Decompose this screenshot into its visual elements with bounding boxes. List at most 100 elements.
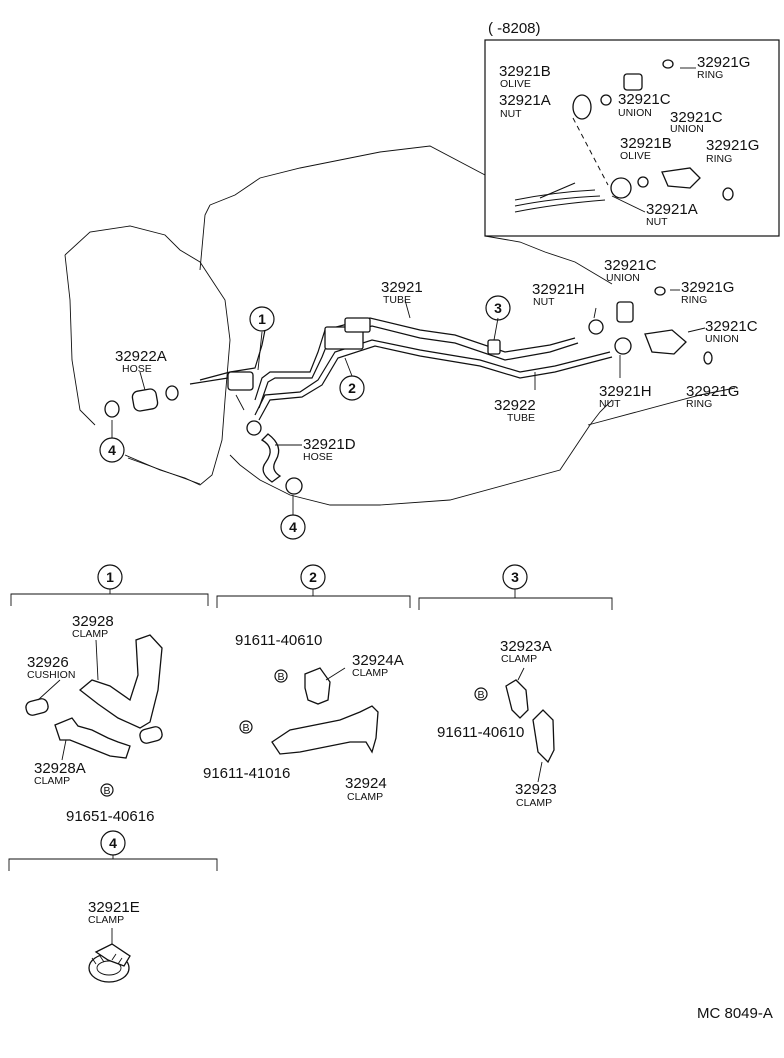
hose-clamp-icon — [285, 477, 303, 495]
main-callouts: 1 2 3 4 4 — [99, 295, 511, 540]
detail-3: 3 32923A CLAMP 32923 CLAMP B 91611-40610 — [418, 564, 613, 809]
detail-1-label-name-0: CLAMP — [72, 628, 108, 640]
bolt-marker-2b: B — [242, 722, 249, 734]
detail-1: 1 32928 CLAMP 32926 CUSHION 32928A CLAMP… — [10, 564, 209, 825]
inset-label-pn-4: 32921C — [670, 109, 723, 126]
inset-label-name-3: RING — [697, 69, 723, 81]
detail-1-label-name-2: CLAMP — [34, 775, 70, 787]
detail-3-label-name-1: CLAMP — [516, 797, 552, 809]
inset-label-name-2: UNION — [618, 107, 652, 119]
callout-circle-3 — [485, 295, 511, 321]
detail-2-bolt-0: 91611-40610 — [235, 632, 322, 649]
inset-label-name-7: NUT — [646, 216, 668, 228]
main-label-pn-5: 32921H — [599, 383, 652, 400]
inset-label-name-4: UNION — [670, 123, 704, 135]
main-label-pn-0: 32921 — [381, 279, 423, 296]
main-label-name-6: RING — [686, 398, 712, 410]
main-label-pn-9: 32921D — [303, 436, 356, 453]
callout-circle-2 — [339, 375, 365, 401]
hose-clamp-icon — [104, 400, 120, 418]
union-elbow-icon — [661, 167, 701, 189]
detail-1-number: 1 — [106, 569, 114, 585]
detail-3-label-pn-1: 32923 — [515, 781, 557, 798]
inset-label-name-6: RING — [706, 153, 732, 165]
detail-3-label-name-0: CLAMP — [501, 653, 537, 665]
nut-icon — [572, 94, 592, 120]
detail-1-label-pn-2: 32928A — [34, 760, 86, 777]
nut-icon — [614, 337, 632, 355]
inset-label-name-1: NUT — [500, 108, 522, 120]
hose-icon — [260, 433, 282, 483]
callout-number-4b: 4 — [289, 519, 297, 535]
union-elbow-icon — [644, 329, 687, 355]
main-assembly — [64, 145, 736, 515]
detail-4-label-pn-0: 32921E — [88, 899, 140, 916]
hose-clamp-32921e-icon — [88, 943, 131, 983]
inset-label-name-5: OLIVE — [620, 150, 651, 162]
main-label-name-5: NUT — [599, 398, 621, 410]
inset-label-pn-2: 32921C — [618, 91, 671, 108]
detail-2-label-name-0: CLAMP — [352, 667, 388, 679]
detail-2-label-name-1: CLAMP — [347, 791, 383, 803]
detail-1-bracket — [10, 593, 209, 606]
main-label-pn-6: 32921G — [686, 383, 739, 400]
detail-2-label-pn-1: 32924 — [345, 775, 387, 792]
engine-outline — [199, 145, 613, 506]
inset-label-pn-5: 32921B — [620, 135, 672, 152]
hose-fitting-icon — [227, 371, 254, 391]
drawing-code: MC 8049-A — [697, 1005, 773, 1022]
main-label-pn-8: 32922A — [115, 348, 167, 365]
callout-circle-4b — [280, 514, 306, 540]
detail-2-number: 2 — [309, 569, 317, 585]
inset-label-pn-0: 32921B — [499, 63, 551, 80]
olive-icon — [600, 94, 612, 106]
clamp-32928a-icon — [54, 717, 131, 759]
nut-icon — [165, 385, 179, 401]
bolt-marker-2a: B — [277, 671, 284, 683]
detail-3-number: 3 — [511, 569, 519, 585]
detail-2-bracket — [216, 595, 411, 608]
main-labels: 32921 TUBE 32921C UNION 32921G RING 3292… — [115, 257, 758, 463]
union-icon — [623, 73, 643, 91]
inset-panel: ( -8208) 32921B OLIVE 32921A NUT 32921C … — [484, 20, 780, 237]
bolt-marker-icon — [274, 669, 288, 683]
cushion-icon — [25, 698, 49, 716]
inset-header: ( -8208) — [488, 20, 541, 37]
bolt-marker-icon — [100, 783, 114, 797]
inset-label-pn-1: 32921A — [499, 92, 551, 109]
clamp-32923a-icon — [505, 679, 529, 719]
cushion-icon — [139, 726, 163, 744]
nut-icon — [588, 319, 604, 335]
main-label-pn-3: 32921H — [532, 281, 585, 298]
inset-label-pn-6: 32921G — [706, 137, 759, 154]
inset-label-name-0: OLIVE — [500, 78, 531, 90]
clamp-32928-icon — [78, 634, 163, 729]
detail-4-label-name-0: CLAMP — [88, 914, 124, 926]
bolt-marker-3: B — [477, 689, 484, 701]
main-label-name-0: TUBE — [383, 294, 411, 306]
main-label-name-3: NUT — [533, 296, 555, 308]
bolt-marker-icon — [474, 687, 488, 701]
detail-4: 4 32921E CLAMP — [8, 830, 218, 983]
callout-number-4a: 4 — [108, 442, 116, 458]
main-label-pn-2: 32921G — [681, 279, 734, 296]
olive-icon — [637, 176, 649, 188]
main-label-pn-4: 32921C — [705, 318, 758, 335]
bolt-marker-1: B — [103, 785, 110, 797]
main-label-name-1: UNION — [606, 272, 640, 284]
main-label-pn-1: 32921C — [604, 257, 657, 274]
callout-circle-1 — [249, 306, 275, 332]
ring-icon — [703, 351, 713, 365]
ring-icon — [662, 59, 674, 69]
callout-number-1: 1 — [258, 311, 266, 327]
detail-1-bolt: 91651-40616 — [66, 808, 154, 825]
clamp-32924a-icon — [304, 667, 331, 705]
detail-2: 2 32924A CLAMP 32924 CLAMP B 91611-40610… — [203, 564, 411, 803]
clamp-32923-icon — [532, 709, 555, 764]
callout-circle-4a — [99, 437, 125, 463]
main-label-name-4: UNION — [705, 333, 739, 345]
inset-label-pn-3: 32921G — [697, 54, 750, 71]
inset-drawing — [514, 59, 734, 213]
bolt-marker-icon — [239, 720, 253, 734]
